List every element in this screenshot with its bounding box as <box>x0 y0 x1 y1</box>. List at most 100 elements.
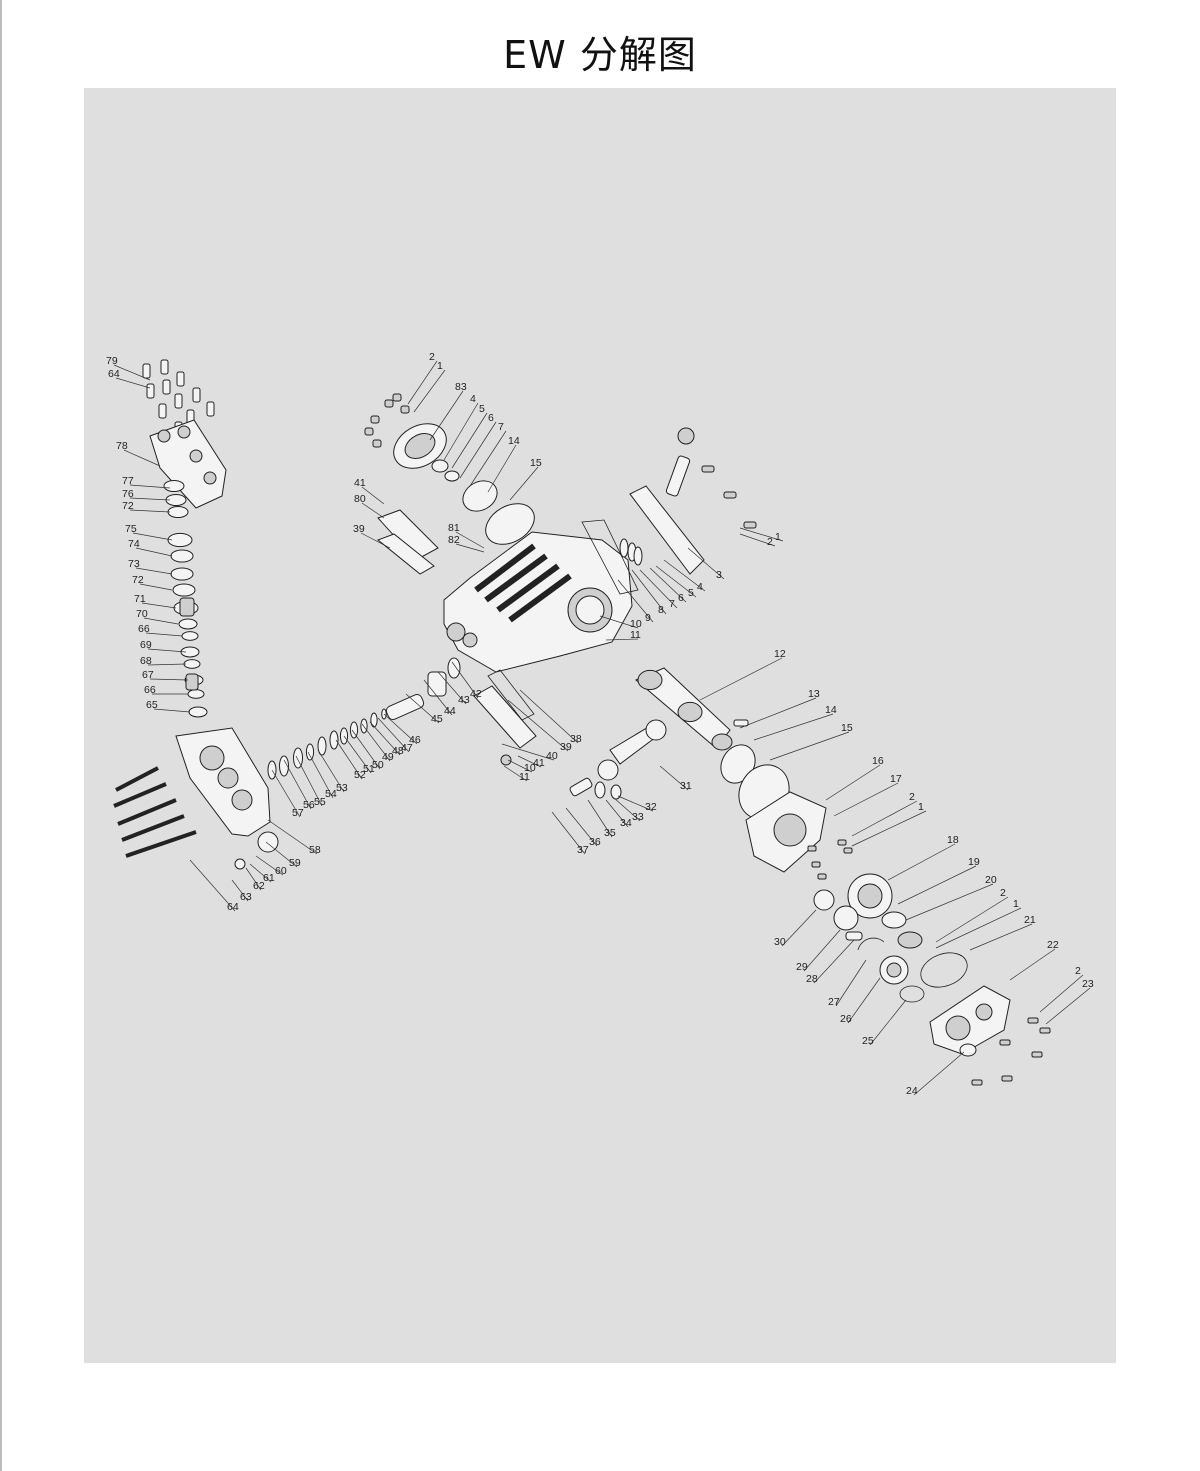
callout-label: 79 <box>106 355 118 367</box>
leader-line <box>145 632 183 637</box>
leader-line <box>813 939 855 984</box>
callout-label: 12 <box>774 648 786 660</box>
cover-bolt <box>999 1039 1011 1046</box>
callout-labels-group: 7964787776727574737271706669686766652183… <box>106 351 1094 1097</box>
callout-label: 27 <box>828 996 840 1008</box>
callout-label: 58 <box>309 844 321 856</box>
leader-line <box>245 867 262 891</box>
o-ring <box>619 538 629 558</box>
valve-cage <box>185 673 199 691</box>
cover-bolt <box>372 439 382 448</box>
leader-line <box>361 486 385 505</box>
crank-journal <box>677 701 703 723</box>
callout-label: 60 <box>275 865 287 877</box>
leader-line <box>135 547 173 557</box>
leader-line <box>271 769 301 818</box>
leader-line <box>659 765 689 791</box>
callout-label: 11 <box>519 771 530 783</box>
leader-line <box>897 865 977 905</box>
cover-bolt <box>1039 1027 1051 1034</box>
leader-line <box>423 679 453 716</box>
callout-label: 59 <box>289 857 301 869</box>
leader-line <box>455 531 485 549</box>
oil-window-plate <box>473 685 537 749</box>
leader-line <box>451 661 479 699</box>
callout-label: 3 <box>716 569 722 581</box>
leader-line <box>265 841 298 868</box>
callout-label: 5 <box>479 403 485 415</box>
callout-label: 64 <box>108 368 120 380</box>
leader-line <box>507 699 569 752</box>
callout-label: 2 <box>429 351 435 363</box>
head-bolt <box>121 814 185 842</box>
housing-bolt <box>817 873 827 880</box>
leader-line <box>935 907 1022 949</box>
leader-line <box>129 484 171 489</box>
seal-ring <box>329 730 339 750</box>
leader-line <box>231 879 249 902</box>
callout-label: 35 <box>604 827 616 839</box>
callout-label: 70 <box>136 608 148 620</box>
leader-line <box>739 697 817 729</box>
clamp-hole <box>177 425 191 439</box>
valve-ring <box>170 567 194 581</box>
bearing-inner <box>886 962 902 978</box>
cover-bolt <box>364 427 374 436</box>
callout-label: 28 <box>806 973 818 985</box>
callout-label: 2 <box>909 791 915 803</box>
housing-bolt <box>811 861 821 868</box>
callout-label: 6 <box>678 592 684 604</box>
o-ring <box>633 546 643 566</box>
callout-label: 61 <box>263 872 275 884</box>
bolt <box>146 383 155 399</box>
callout-label: 2 <box>1075 965 1081 977</box>
leader-line <box>405 693 440 724</box>
seal-ring <box>317 736 327 756</box>
leader-line <box>295 755 323 807</box>
callout-label: 80 <box>354 493 366 505</box>
valve-ring <box>170 549 194 563</box>
valve-ring <box>167 532 193 548</box>
leader-line <box>429 390 464 441</box>
leader-line <box>631 569 667 615</box>
leader-line <box>501 743 555 761</box>
valve-ring <box>180 646 200 658</box>
bearing-bore-inner <box>575 595 605 625</box>
leader-line <box>141 602 177 609</box>
cover-bore-small <box>975 1003 993 1021</box>
bearing-cover-bore <box>404 433 436 459</box>
callout-label: 42 <box>470 688 482 700</box>
callout-label: 36 <box>589 836 601 848</box>
bearing <box>462 480 498 512</box>
bolt <box>174 393 183 409</box>
crank-journal <box>637 669 663 691</box>
leader-line <box>361 502 385 519</box>
leader-line <box>343 735 372 774</box>
crankcase-rib <box>474 543 536 593</box>
callout-label: 7 <box>498 421 504 433</box>
housing-bolt <box>843 847 853 854</box>
screw <box>500 754 512 766</box>
bearing <box>813 889 835 911</box>
callout-label: 14 <box>508 435 520 447</box>
leader-line <box>551 811 586 855</box>
seal-ring <box>279 755 289 777</box>
callout-label: 1 <box>918 801 924 813</box>
seal-ring <box>349 721 359 739</box>
shaft-pin <box>845 931 863 941</box>
leader-line <box>139 583 173 591</box>
wrist-pin <box>569 777 593 797</box>
leader-line <box>413 369 446 413</box>
manifold-port <box>231 789 253 811</box>
valve-ring <box>187 689 205 699</box>
leader-line <box>149 678 189 681</box>
callout-label: 55 <box>314 796 326 808</box>
leader-line <box>437 671 467 705</box>
leader-line <box>617 579 654 623</box>
cover-gasket <box>920 952 968 988</box>
valve-ring <box>188 706 208 718</box>
leader-line <box>1045 987 1091 1025</box>
leader-line <box>132 532 173 541</box>
oil-seal <box>447 657 461 679</box>
callout-label: 34 <box>620 817 632 829</box>
